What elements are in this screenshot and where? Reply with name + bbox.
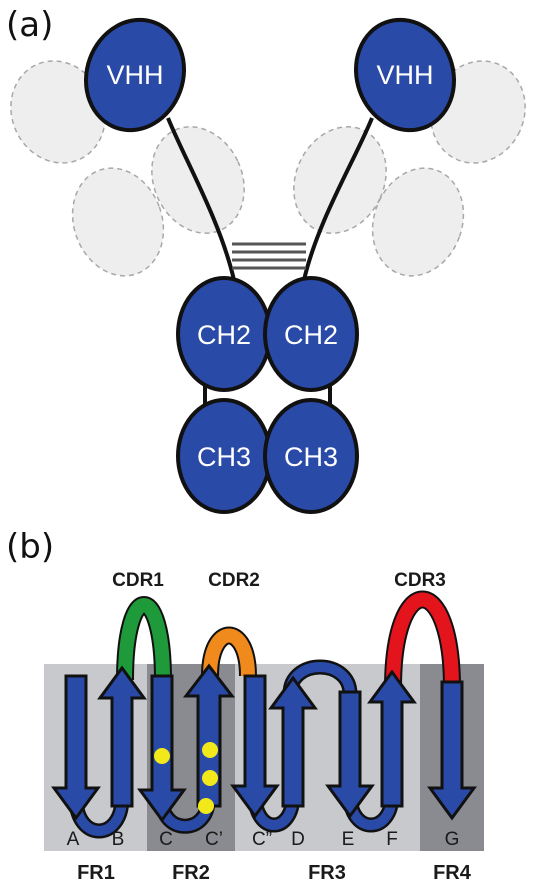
panel-a-label: (a) bbox=[6, 5, 53, 45]
ghost-cl-right bbox=[371, 167, 465, 277]
cdr2-loop bbox=[203, 628, 255, 677]
strand-c-prime-arrow bbox=[182, 663, 236, 808]
strand-label-g: G bbox=[445, 829, 460, 850]
vhh-right-domain: VHH bbox=[353, 17, 457, 133]
fr1-label: FR1 bbox=[77, 862, 115, 884]
hinge-right bbox=[302, 117, 374, 281]
cdr3-label: CDR3 bbox=[394, 570, 446, 591]
ch2-left-domain: CH2 bbox=[176, 276, 272, 392]
strand-label-c: C bbox=[159, 829, 173, 850]
strand-label-f: F bbox=[386, 829, 398, 850]
cdr3-loop bbox=[386, 592, 459, 689]
ghost-ch1-right bbox=[293, 126, 387, 234]
fr4-label: FR4 bbox=[433, 862, 472, 884]
fr2-label: FR2 bbox=[172, 862, 210, 884]
ch3-right-domain: CH3 bbox=[263, 398, 359, 514]
hinge-linkers bbox=[166, 117, 374, 281]
strand-b-arrow bbox=[97, 665, 147, 808]
cdr2-label: CDR2 bbox=[208, 570, 260, 591]
ch3-left-label: CH3 bbox=[197, 442, 251, 472]
framework-labels: FR1 FR2 FR3 FR4 bbox=[77, 862, 472, 884]
fr3-label: FR3 bbox=[308, 862, 346, 884]
ch2-left-label: CH2 bbox=[197, 320, 251, 350]
ch3-right-label: CH3 bbox=[284, 442, 338, 472]
vhh-right-label: VHH bbox=[376, 60, 433, 90]
strand-label-e: E bbox=[342, 829, 355, 850]
vhh-left-label: VHH bbox=[106, 60, 163, 90]
strand-d-arrow bbox=[268, 675, 318, 808]
strand-e-arrow bbox=[325, 690, 375, 819]
vhh-left-domain: VHH bbox=[83, 17, 187, 133]
cdr-loops bbox=[116, 590, 461, 689]
panel-b-label: (b) bbox=[6, 527, 54, 567]
strand-label-a: A bbox=[67, 829, 80, 850]
strand-label-b: B bbox=[112, 829, 125, 850]
ghost-cl-left bbox=[71, 167, 165, 277]
strand-label-c-double-prime: C” bbox=[252, 829, 272, 850]
ch2-right-domain: CH2 bbox=[263, 276, 359, 392]
hinge-left bbox=[166, 117, 236, 281]
disulfide-bonds bbox=[232, 242, 306, 270]
strand-label-c-prime: C’ bbox=[205, 829, 223, 850]
ch2-right-label: CH2 bbox=[284, 320, 338, 350]
strand-c-double-prime-arrow bbox=[230, 674, 280, 819]
strand-g-arrow bbox=[427, 680, 477, 821]
cdr1-loop bbox=[118, 598, 170, 681]
cdr-labels: CDR1 CDR2 CDR3 bbox=[112, 570, 446, 591]
ch3-left-domain: CH3 bbox=[176, 398, 272, 514]
strand-labels: A B C C’ C” D E F G bbox=[67, 829, 460, 850]
strand-a-arrow bbox=[51, 674, 101, 821]
strand-label-d: D bbox=[291, 829, 305, 850]
cdr1-label: CDR1 bbox=[112, 570, 164, 591]
hallmark-residues bbox=[154, 742, 218, 814]
strand-f-arrow bbox=[367, 669, 417, 808]
